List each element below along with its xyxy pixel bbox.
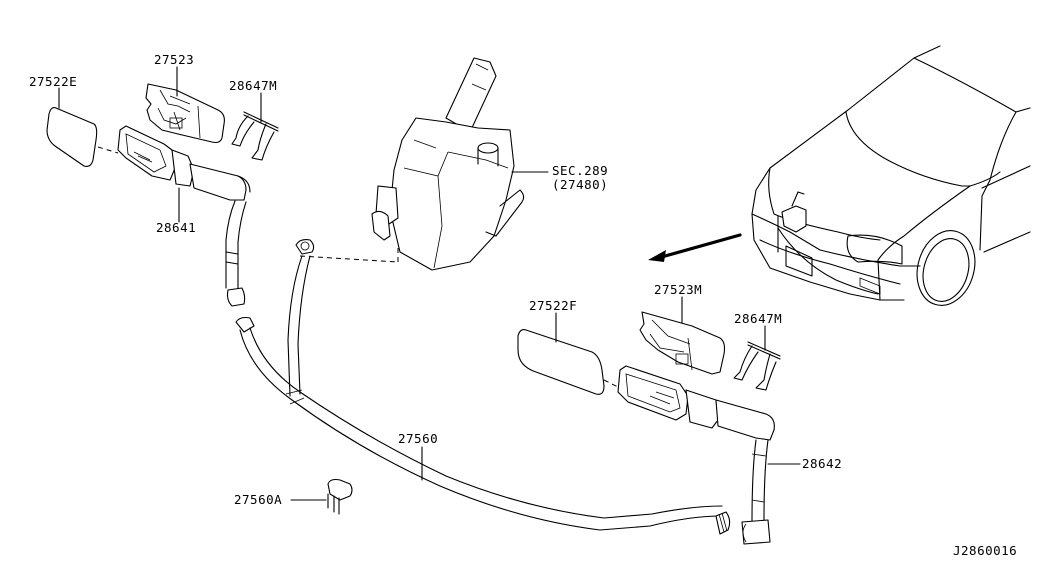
hose-clip[interactable]: [327, 478, 353, 515]
headlamp-washer-cover-right[interactable]: [517, 329, 605, 395]
label-27522E: 27522E: [29, 74, 77, 89]
label-27560: 27560: [398, 431, 438, 446]
arrow-head-icon: [648, 250, 666, 262]
clip-left[interactable]: [231, 111, 279, 161]
label-27522F: 27522F: [529, 298, 577, 313]
label-28641: 28641: [156, 220, 196, 235]
washer-tank[interactable]: [371, 57, 525, 271]
bracket-right[interactable]: [639, 311, 726, 375]
nozzle-hose-left: [225, 200, 247, 307]
drawing-code: J2860016: [953, 543, 1017, 558]
vehicle-location-view: [751, 45, 1031, 306]
washer-nozzle-right[interactable]: [617, 365, 775, 545]
label-27523: 27523: [154, 52, 194, 67]
label-28647M-left: 28647M: [229, 78, 277, 93]
washer-nozzle-left[interactable]: [117, 125, 251, 201]
label-27560A: 27560A: [234, 492, 282, 507]
assembly-dash-tank: [299, 255, 399, 263]
clip-right[interactable]: [733, 341, 781, 391]
label-28642: 28642: [802, 456, 842, 471]
label-28647M-right: 28647M: [734, 311, 782, 326]
direction-arrow: [656, 233, 742, 260]
assembly-dash-left: [97, 146, 119, 154]
label-27523M: 27523M: [654, 282, 702, 297]
washer-hose[interactable]: [235, 239, 731, 535]
bracket-left[interactable]: [145, 83, 225, 144]
headlamp-washer-cover-left[interactable]: [46, 107, 98, 167]
label-sec289[interactable]: SEC.289: [552, 163, 608, 178]
label-27480: (27480): [552, 177, 608, 192]
